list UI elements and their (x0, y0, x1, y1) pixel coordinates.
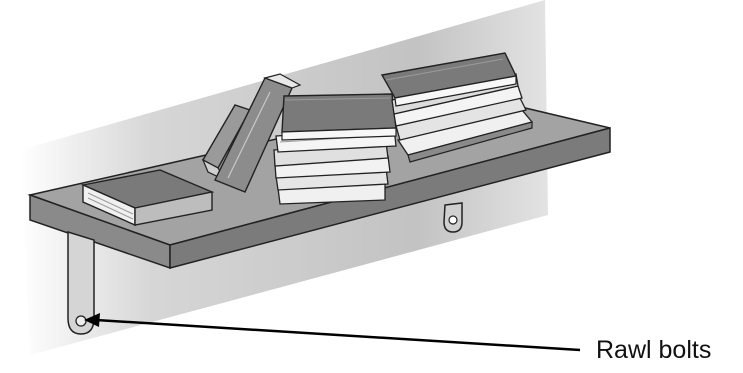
rawl-bolts-label: Rawl bolts (596, 338, 711, 363)
bracket-bolt-hole (76, 316, 86, 326)
right-wall-bracket (444, 203, 462, 232)
book-stack-center (274, 94, 396, 204)
